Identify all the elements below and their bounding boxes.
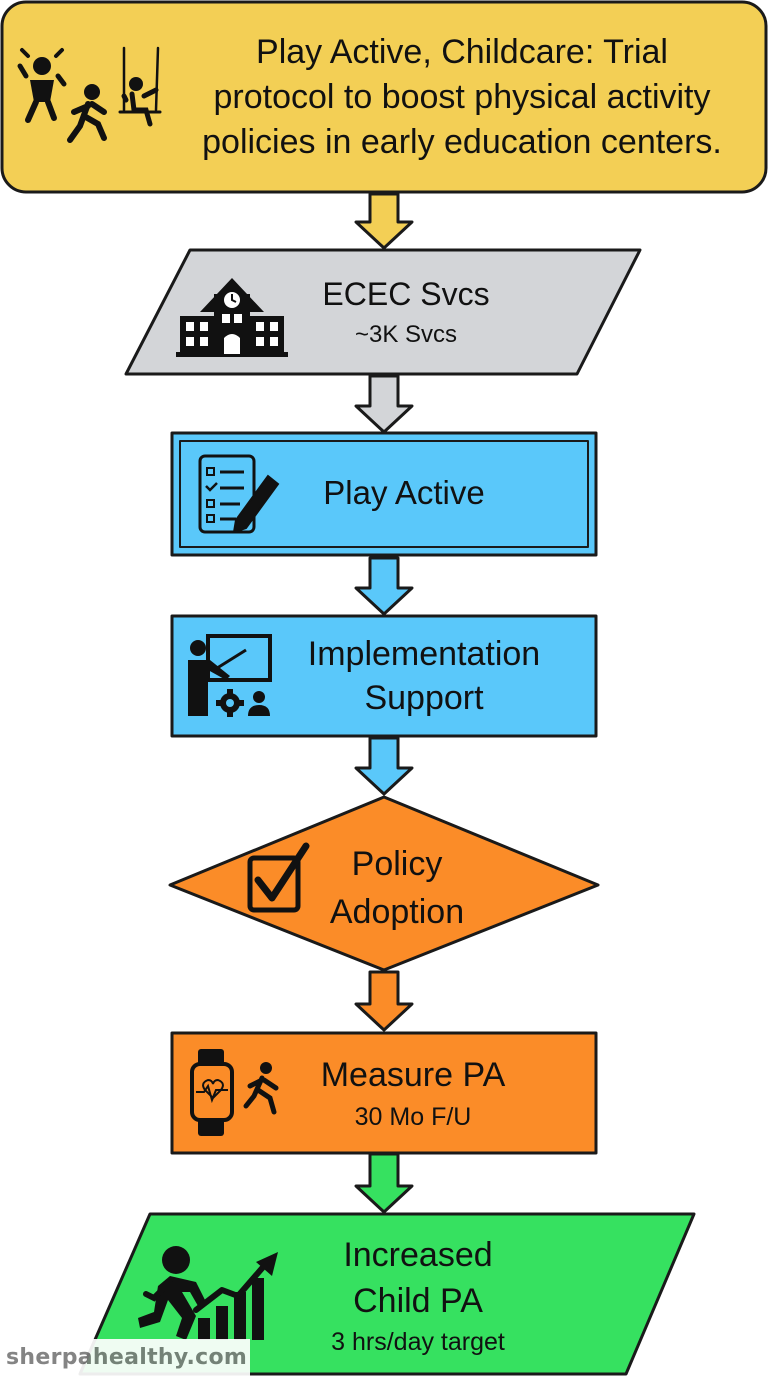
arrow-3 xyxy=(354,556,414,616)
policy-diamond xyxy=(168,795,600,972)
outcome-box xyxy=(78,1212,696,1376)
support-label: Implementation Support xyxy=(276,632,572,720)
measure-title: Measure PA xyxy=(320,1056,506,1094)
teacher-presentation-icon xyxy=(188,634,272,717)
children-playing-icon xyxy=(17,46,162,143)
measure-subtitle: 30 Mo F/U xyxy=(354,1103,472,1132)
ecec-title: ECEC Svcs xyxy=(322,276,490,312)
arrow-5 xyxy=(354,970,414,1032)
arrow-4 xyxy=(354,736,414,796)
title-box xyxy=(0,0,768,194)
title-text: Play Active, Childcare: Trial protocol t… xyxy=(160,30,764,165)
arrow-2 xyxy=(354,374,414,434)
outcome-line-2: Child PA xyxy=(353,1282,483,1320)
title-line-2: protocol to boost physical activity xyxy=(213,78,711,116)
policy-line-2: Adoption xyxy=(329,893,465,931)
arrow-1 xyxy=(354,192,414,250)
checkbox-icon xyxy=(247,842,310,913)
policy-label: Policy Adoption xyxy=(292,840,502,936)
play-active-box xyxy=(170,431,598,557)
watermark-text: sherpahealthy.com xyxy=(6,1345,248,1370)
outcome-label: Increased Child PA 3 hrs/day target xyxy=(296,1232,540,1357)
runner-growth-chart-icon xyxy=(138,1246,278,1340)
school-building-icon xyxy=(176,278,288,357)
watermark: sherpahealthy.com xyxy=(0,1339,250,1376)
play-active-label: Play Active xyxy=(323,474,485,511)
ecec-label: ECEC Svcs ~3K Svcs xyxy=(288,276,524,348)
title-line-1: Play Active, Childcare: Trial xyxy=(256,33,668,71)
outcome-subtitle: 3 hrs/day target xyxy=(331,1328,505,1356)
title-line-3: policies in early education centers. xyxy=(202,123,722,161)
measure-label: Measure PA 30 Mo F/U xyxy=(290,1056,536,1132)
outcome-line-1: Increased xyxy=(343,1236,493,1274)
smartwatch-runner-icon xyxy=(190,1049,279,1136)
support-line-1: Implementation xyxy=(307,635,541,673)
arrow-6 xyxy=(354,1152,414,1214)
ecec-subtitle: ~3K Svcs xyxy=(354,320,458,348)
policy-line-1: Policy xyxy=(351,845,443,883)
checklist-pencil-icon xyxy=(198,454,280,534)
measure-box xyxy=(170,1031,598,1155)
support-line-2: Support xyxy=(364,679,484,717)
